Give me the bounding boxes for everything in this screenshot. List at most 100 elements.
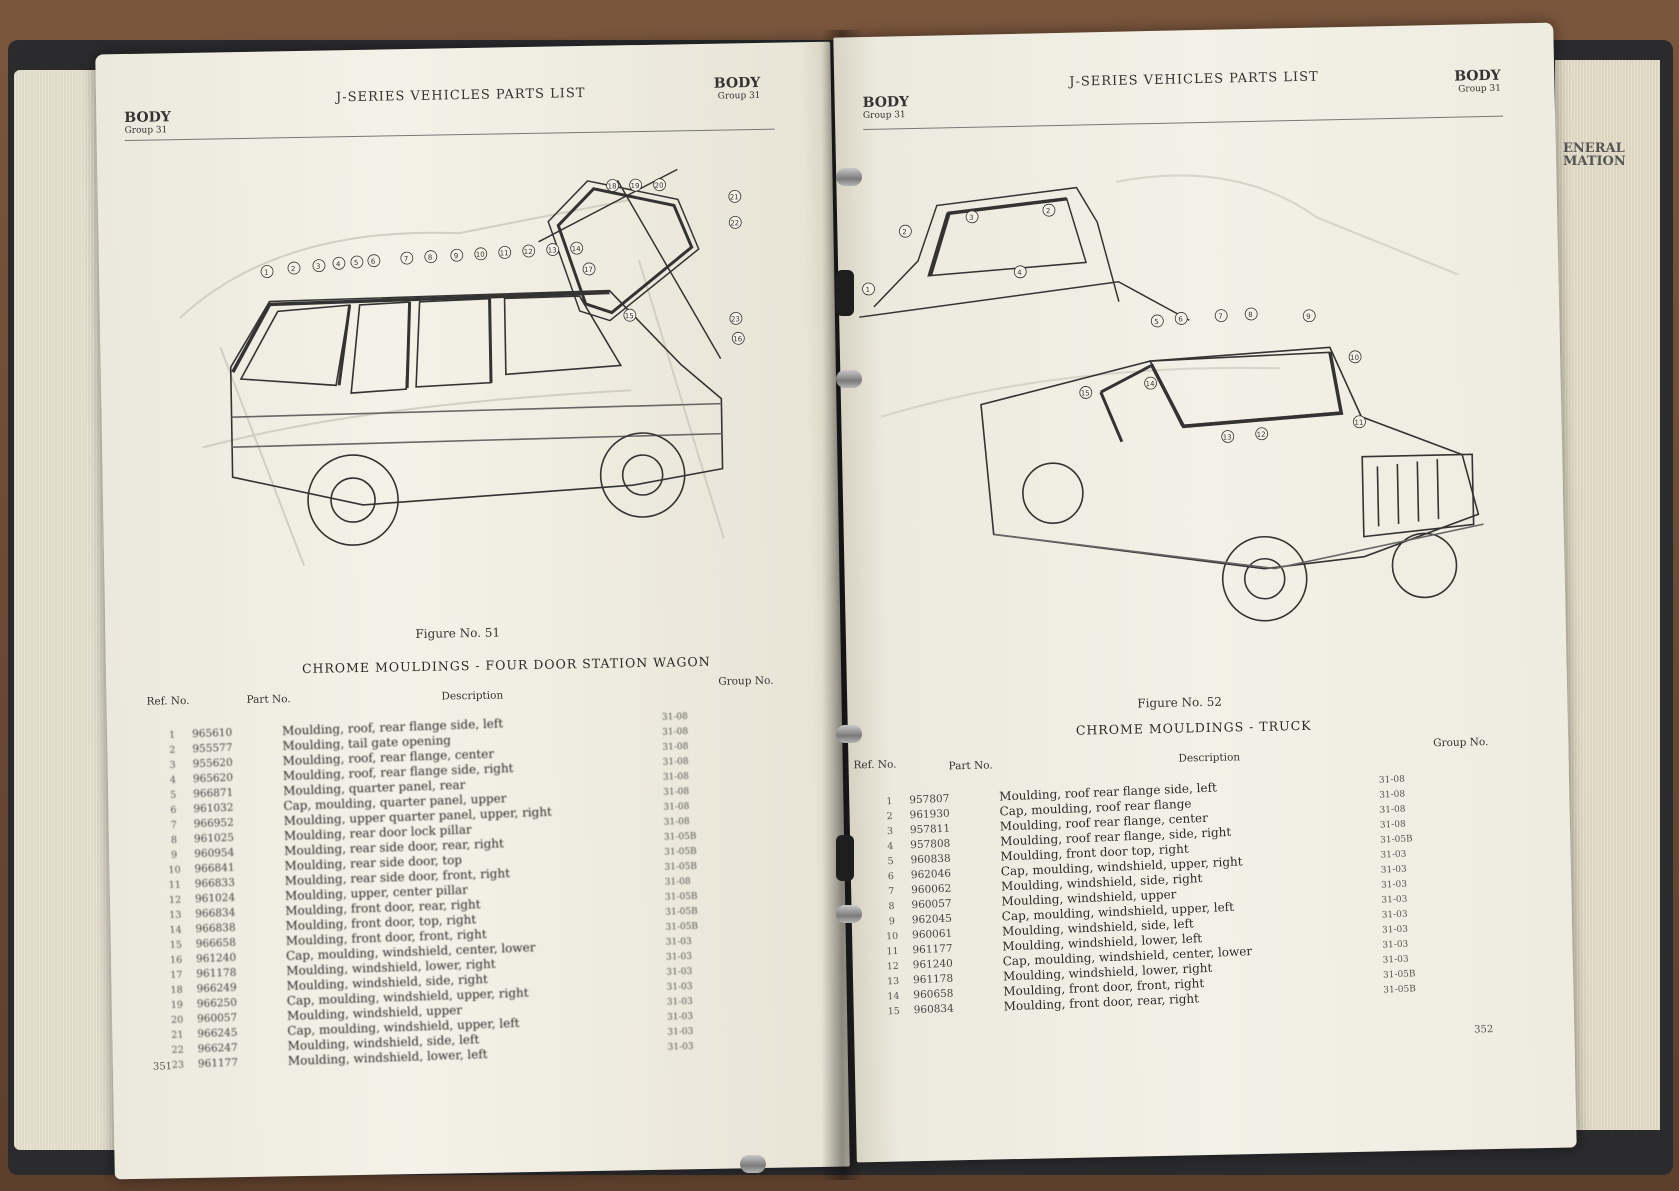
left-col-description: Description [441,689,504,703]
svg-text:11: 11 [500,249,509,257]
ref-cell: 7 [887,886,895,898]
ref-cell: 2 [169,744,176,756]
svg-text:3: 3 [316,263,321,271]
binder-ring [836,370,862,388]
right-section-label: BODY Group 31 [863,94,910,123]
svg-text:2: 2 [902,228,907,236]
svg-text:10: 10 [1350,354,1359,362]
svg-text:8: 8 [1248,311,1253,319]
left-section-label-right: BODY Group 31 [714,75,761,104]
left-section-label: BODY Group 31 [124,109,171,138]
part-number-cell: 960834 [913,1002,955,1017]
ref-cell: 5 [887,856,894,868]
binder-ring [740,1155,766,1173]
svg-text:11: 11 [1354,419,1363,427]
svg-text:23: 23 [731,315,740,323]
right-col-part: Part No. [948,759,993,773]
left-group-name-right: Group 31 [717,90,761,102]
ref-cell: 18 [170,984,183,997]
ref-cell: 12 [886,960,900,973]
left-col-group: Group No. [718,674,774,688]
ref-cell: 9 [888,916,896,928]
ref-cell: 22 [171,1044,184,1057]
svg-text:7: 7 [404,255,409,263]
svg-text:19: 19 [631,182,640,190]
svg-text:2: 2 [1046,207,1051,215]
truck-illustration: 1 2 3 2 4 5 6 7 8 9 10 11 12 13 14 15 [859,174,1484,622]
right-section-label-right: BODY Group 31 [1454,68,1502,97]
punch-hole [836,270,854,316]
right-page: BODY Group 31 J-SERIES VEHICLES PARTS LI… [833,22,1577,1163]
ref-cell: 4 [169,774,177,786]
punch-hole [836,835,854,881]
ref-cell: 15 [887,1005,901,1018]
svg-text:13: 13 [548,246,557,254]
left-group-name: Group 31 [124,125,168,136]
left-header-title: J-SERIES VEHICLES PARTS LIST [335,85,586,106]
group-number-cell: 31-05B [1383,984,1417,996]
ref-cell: 6 [170,804,177,816]
ref-cell: 20 [170,1014,184,1027]
right-header-rule [863,115,1504,131]
ref-cell: 21 [171,1029,184,1042]
svg-text:8: 8 [428,254,433,262]
svg-text:1: 1 [264,269,269,277]
ref-cell: 5 [169,789,177,801]
left-col-part: Part No. [246,693,291,706]
svg-text:7: 7 [1218,313,1223,321]
right-col-ref: Ref. No. [853,758,897,772]
ref-cell: 9 [171,849,178,861]
ref-cell: 14 [887,990,900,1003]
ref-cell: 13 [886,975,900,988]
adjacent-tab-line1: ENERAL [1563,141,1625,156]
svg-text:4: 4 [1017,269,1022,277]
ref-cell: 2 [886,811,893,823]
svg-text:16: 16 [733,335,743,343]
ref-cell: 6 [887,871,895,883]
part-number-cell: 961177 [197,1056,239,1071]
ref-cell: 3 [169,759,176,771]
station-wagon-illustration: 1 2 3 4 5 6 7 8 9 10 11 12 13 14 15 16 1… [179,168,745,567]
right-col-description: Description [1178,751,1241,765]
svg-text:12: 12 [1257,431,1266,439]
left-page-number: 351 [152,1061,173,1073]
svg-text:12: 12 [524,248,533,256]
adjacent-tab-label: ENERAL MATION [1563,142,1626,168]
svg-text:5: 5 [354,259,359,267]
ref-cell: 11 [168,879,182,892]
ref-cell: 19 [170,999,184,1012]
svg-text:6: 6 [371,258,376,266]
binder-ring [836,168,862,186]
right-figure-caption: Figure No. 52 [1137,694,1223,711]
ref-cell: 4 [887,841,894,853]
svg-text:15: 15 [1081,389,1090,397]
svg-text:4: 4 [336,260,341,268]
svg-text:18: 18 [608,182,617,190]
left-figure-title: CHROME MOULDINGS - FOUR DOOR STATION WAG… [301,653,711,676]
svg-text:14: 14 [1146,380,1156,388]
svg-text:17: 17 [584,266,593,274]
ref-cell: 17 [170,969,183,982]
ref-cell: 10 [168,864,181,877]
ref-cell: 12 [168,894,182,907]
right-figure-title: CHROME MOULDINGS - TRUCK [1075,717,1312,738]
svg-text:13: 13 [1223,433,1232,441]
right-page-number: 352 [1474,1024,1494,1036]
group-number-cell: 31-03 [667,1041,694,1053]
ref-cell: 3 [886,826,894,838]
svg-text:14: 14 [572,245,582,253]
ref-cell: 1 [886,796,893,808]
ref-cell: 14 [169,924,182,937]
ref-cell: 15 [169,939,183,952]
binder-ring [836,725,862,743]
ref-cell: 11 [886,945,899,958]
svg-text:9: 9 [1306,313,1311,321]
right-group-name-right: Group 31 [1458,83,1502,95]
svg-text:6: 6 [1178,315,1183,323]
adjacent-tab-line2: MATION [1563,154,1626,169]
ref-cell: 7 [170,819,177,831]
svg-text:21: 21 [730,193,739,201]
binder-ring [836,905,862,923]
